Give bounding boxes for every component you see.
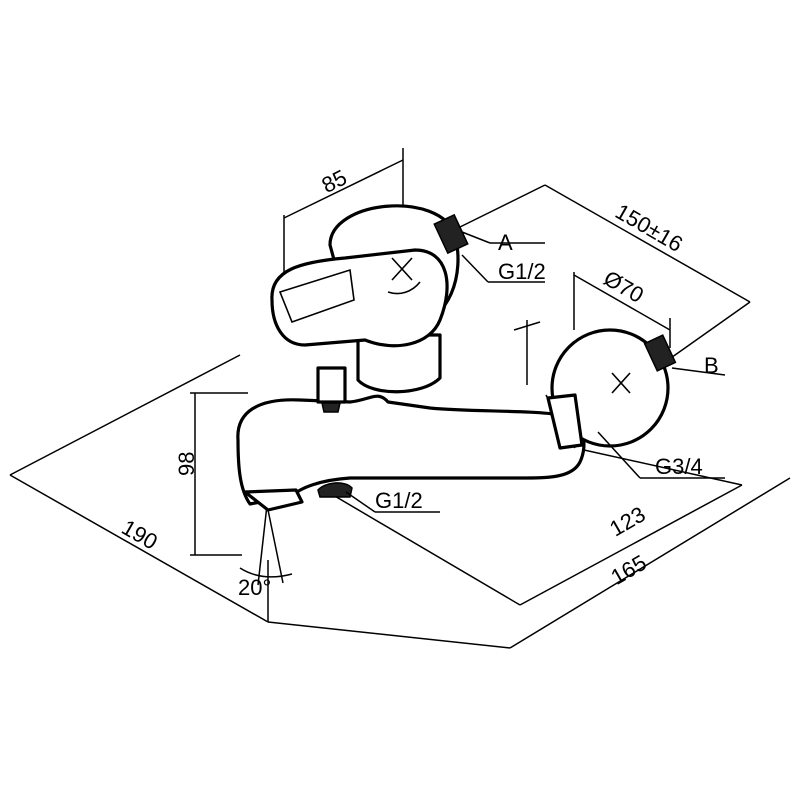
dimension-lines [9,148,791,649]
dim-190: 190 [118,515,162,555]
label-g34: G3/4 [655,454,703,479]
dim-150: 150±16 [611,199,687,257]
label-g12-bottom: G1/2 [375,488,423,513]
dim-angle: 20° [238,575,271,600]
faucet-body [236,204,677,512]
dim-165: 165 [606,550,650,590]
label-g12-top: G1/2 [498,259,546,284]
leader-lines [345,231,726,513]
label-b: B [704,353,719,378]
dim-98: 98 [174,452,199,476]
dim-123: 123 [605,501,649,541]
label-a: A [498,230,513,255]
dim-70: Ø70 [599,265,648,307]
dim-85: 85 [318,165,351,198]
